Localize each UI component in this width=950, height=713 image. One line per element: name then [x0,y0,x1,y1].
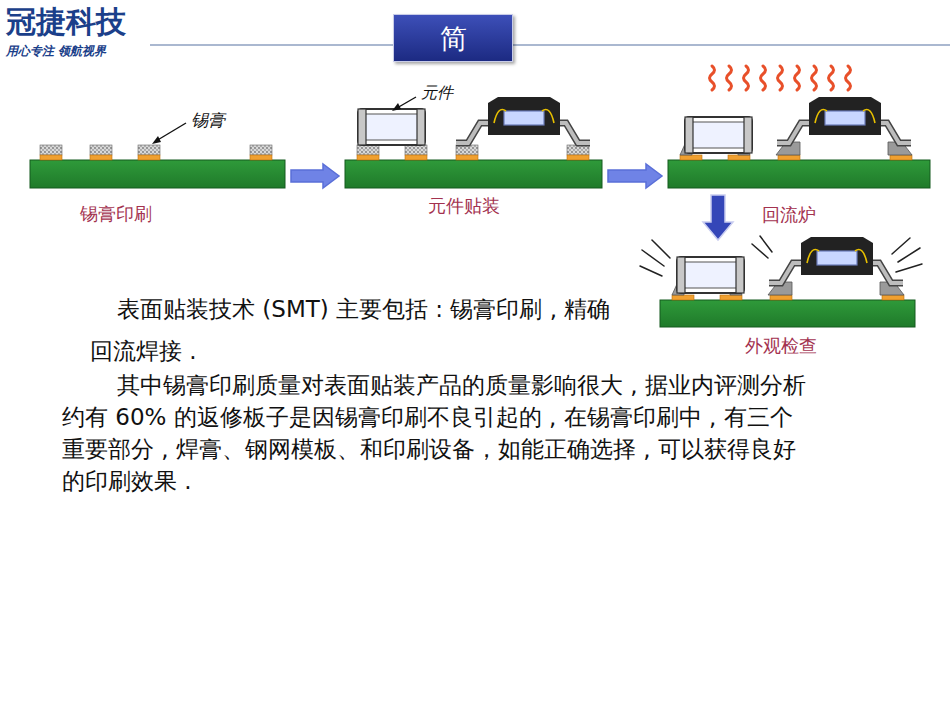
stage-inspection: 外观检查 [658,245,917,330]
stage-label: 锡膏印刷 [80,203,152,225]
part-label: 元件 [421,83,453,102]
company-slogan: 用心专注 领航视界 [6,44,106,58]
heat-wave [846,66,851,90]
title-tab: 简 [393,14,513,62]
heat-wave [812,66,817,90]
flow-arrow [703,195,733,240]
heat-wave [829,66,834,90]
body-text: 其中锡膏印刷质量对表面贴装产品的质量影响很大 , 据业内评测分析 [117,372,806,400]
stage-reflow: 回流炉 [666,60,932,190]
heat-wave [727,66,732,90]
stage-placement: 元件贴装 [343,95,604,190]
heat-wave [710,66,715,90]
heat-wave [761,66,766,90]
part-label: 锡膏 [191,110,225,130]
body-text: 约有 60% 的返修板子是因锡膏印刷不良引起的 , 在锡膏印刷中 , 有三个 [62,404,793,432]
stage-label: 外观检查 [745,335,817,357]
heat-wave [778,66,783,90]
heat-wave [744,66,749,90]
body-text: 表面贴装技术 (SMT) 主要包括 : 锡膏印刷 , 精确 [117,296,610,324]
body-text: 回流焊接 . [90,338,197,366]
heat-wave [795,66,800,90]
body-text: 重要部分 , 焊膏、钢网模板、和印刷设备，如能正确选择 , 可以获得良好 [62,436,796,464]
flow-arrow [291,164,339,188]
stage-label: 回流炉 [762,204,816,226]
stage-label: 元件贴装 [428,195,500,217]
tab-title: 简 [440,25,467,52]
flow-arrow [608,164,662,188]
body-text: 的印刷效果 . [62,468,192,496]
company-logo: 冠捷科技 [6,4,126,40]
stage-printing: 锡膏印刷 [28,140,287,190]
